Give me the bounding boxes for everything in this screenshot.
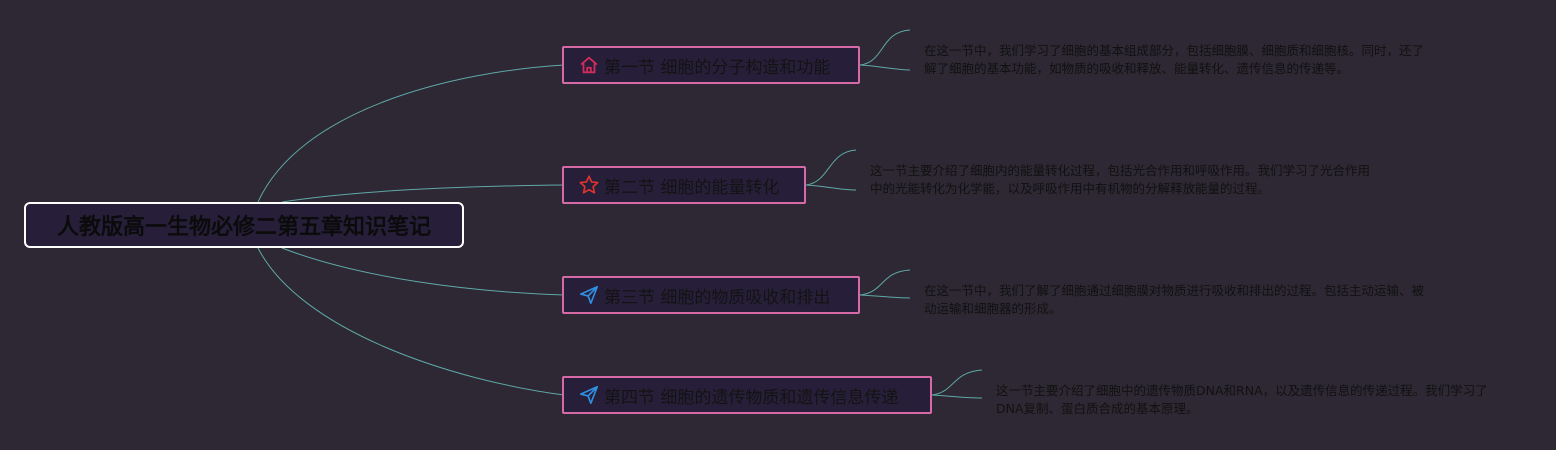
connector-topic-2-note-tail [805,184,857,191]
connector-root-topic-2 [281,184,565,203]
topic-section-3-label: 第三节 细胞的物质吸收和排出 [604,287,831,308]
connector-topic-1-note [859,29,911,66]
connector-topic-1-note-tail [859,64,911,71]
topic-section-3[interactable]: 第三节 细胞的物质吸收和排出 [562,276,860,314]
connector-root-topic-1 [257,64,565,203]
connector-root-topic-3 [281,247,565,296]
root-topic-label: 人教版高一生物必修二第五章知识笔记 [56,215,431,240]
topic-section-4-note[interactable]: 这一节主要介绍了细胞中的遗传物质DNA和RNA，以及遗传信息的传递过程。我们学习… [996,383,1488,416]
paper-plane-icon [578,384,600,406]
topic-section-3-note[interactable]: 在这一节中，我们了解了细胞通过细胞膜对物质进行吸收和排出的过程。包括主动运输、被… [924,283,1425,316]
topic-section-4[interactable]: 第四节 细胞的遗传物质和遗传信息传递 [562,376,932,414]
connector-root-topic-4 [257,247,565,396]
connector-topic-3-note-tail [859,294,911,299]
home-icon [578,54,600,76]
topic-section-2-note[interactable]: 这一节主要介绍了细胞内的能量转化过程，包括光合作用和呼吸作用。我们学习了光合作用… [870,163,1371,196]
paper-plane-icon [578,284,600,306]
topic-section-4-label: 第四节 细胞的遗传物质和遗传信息传递 [604,387,899,408]
connector-topic-4-note-tail [931,394,983,399]
topic-section-1-label: 第一节 细胞的分子构造和功能 [604,57,831,78]
topic-section-1[interactable]: 第一节 细胞的分子构造和功能 [562,46,860,84]
topic-section-1-note[interactable]: 在这一节中，我们学习了细胞的基本组成部分，包括细胞膜、细胞质和细胞核。同时，还了… [924,43,1425,76]
connector-topic-4-note [931,369,983,396]
topic-section-2[interactable]: 第二节 细胞的能量转化 [562,166,806,204]
star-icon [578,174,600,196]
connector-topic-2-note [805,149,857,186]
connector-topic-3-note [859,269,911,296]
topic-section-2-label: 第二节 细胞的能量转化 [604,177,780,198]
root-topic[interactable]: 人教版高一生物必修二第五章知识笔记 [24,202,464,248]
